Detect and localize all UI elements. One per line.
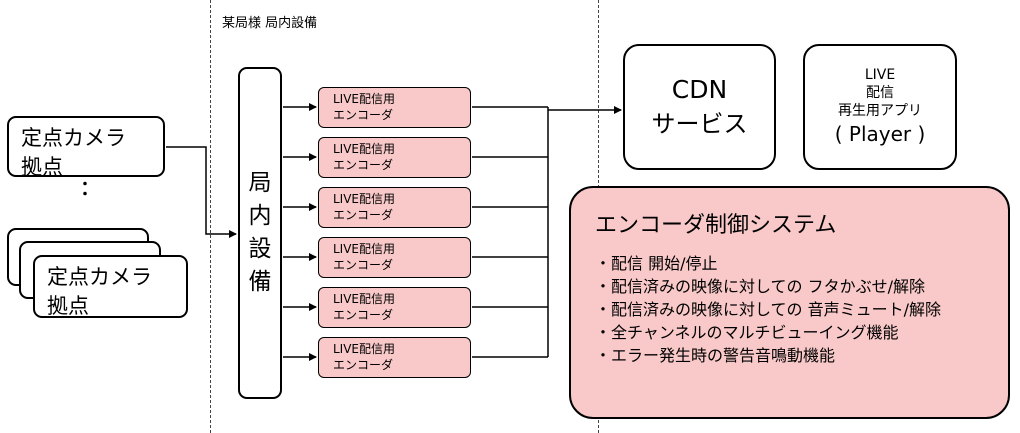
cdn-service-box: CDN サービス <box>623 44 776 170</box>
encoder-box-3: LIVE配信用 エンコーダ <box>318 187 471 228</box>
encoder-sublabel: エンコーダ <box>333 358 394 372</box>
encoder-label: LIVE配信用 <box>333 92 396 106</box>
control-feature-item: ・配信済みの映像に対しての 音声ミュート/解除 <box>595 300 941 319</box>
encoder-sublabel: エンコーダ <box>333 208 394 222</box>
cdn-subtitle: サービス <box>651 110 748 138</box>
site-to-station-line <box>166 146 237 238</box>
ellipsis-dots: ・・ <box>78 177 92 203</box>
encoder-box-4: LIVE配信用 エンコーダ <box>318 237 471 278</box>
control-feature-item: ・エラー発生時の警告音鳴動機能 <box>595 346 836 365</box>
station-equipment-char: 内 <box>248 203 272 229</box>
encoder-sublabel: エンコーダ <box>333 308 394 322</box>
encoder-box-1: LIVE配信用 エンコーダ <box>318 87 471 128</box>
encoder-sublabel: エンコーダ <box>333 258 394 272</box>
station-equipment-char: 局 <box>248 170 272 196</box>
facility-boundary-left <box>210 0 211 433</box>
encoder-box-5: LIVE配信用 エンコーダ <box>318 287 471 328</box>
control-feature-item: ・全チャンネルのマルチビューイング機能 <box>595 323 899 342</box>
encoder-label: LIVE配信用 <box>333 192 396 206</box>
camera-site-box: 定点カメラ 拠点 <box>7 116 165 179</box>
encoder-box-6: LIVE配信用 エンコーダ <box>318 337 471 378</box>
encoder-label: LIVE配信用 <box>333 342 396 356</box>
control-feature-item: ・配信済みの映像に対しての フタかぶせ/解除 <box>595 277 925 296</box>
player-app-box: LIVE 配信 再生用アプリ ( Player ) <box>803 44 957 170</box>
camera-site-label-line2: 拠点 <box>21 155 63 179</box>
player-app-name: ( Player ) <box>834 122 926 146</box>
facility-label: 某局様 局内設備 <box>222 16 318 31</box>
camera-site-stack-front: 定点カメラ 拠点 <box>33 255 188 318</box>
player-app-line1: LIVE <box>864 67 896 83</box>
control-feature-item: ・配信 開始/停止 <box>595 254 718 273</box>
player-app-line2: 配信 <box>866 85 894 101</box>
station-equipment-char: 備 <box>248 269 272 295</box>
camera-site-label-line1: 定点カメラ <box>21 126 126 150</box>
player-app-line3: 再生用アプリ <box>838 103 922 119</box>
station-equipment-box: 局 内 設 備 <box>238 67 282 399</box>
camera-site-stack-label-line2: 拠点 <box>47 294 89 318</box>
encoder-sublabel: エンコーダ <box>333 108 394 122</box>
encoder-sublabel: エンコーダ <box>333 158 394 172</box>
encoder-label: LIVE配信用 <box>333 292 396 306</box>
station-equipment-char: 設 <box>248 236 272 262</box>
camera-site-stack-label-line1: 定点カメラ <box>47 265 152 289</box>
encoder-box-2: LIVE配信用 エンコーダ <box>318 137 471 178</box>
control-feature-list: ・配信 開始/停止 ・配信済みの映像に対しての フタかぶせ/解除 ・配信済みの映… <box>595 252 1008 367</box>
cdn-title: CDN <box>671 75 728 104</box>
encoder-label: LIVE配信用 <box>333 242 396 256</box>
encoder-control-system-box: エンコーダ制御システム ・配信 開始/停止 ・配信済みの映像に対しての フタかぶ… <box>569 186 1010 419</box>
control-system-title: エンコーダ制御システム <box>595 213 837 238</box>
encoder-label: LIVE配信用 <box>333 142 396 156</box>
